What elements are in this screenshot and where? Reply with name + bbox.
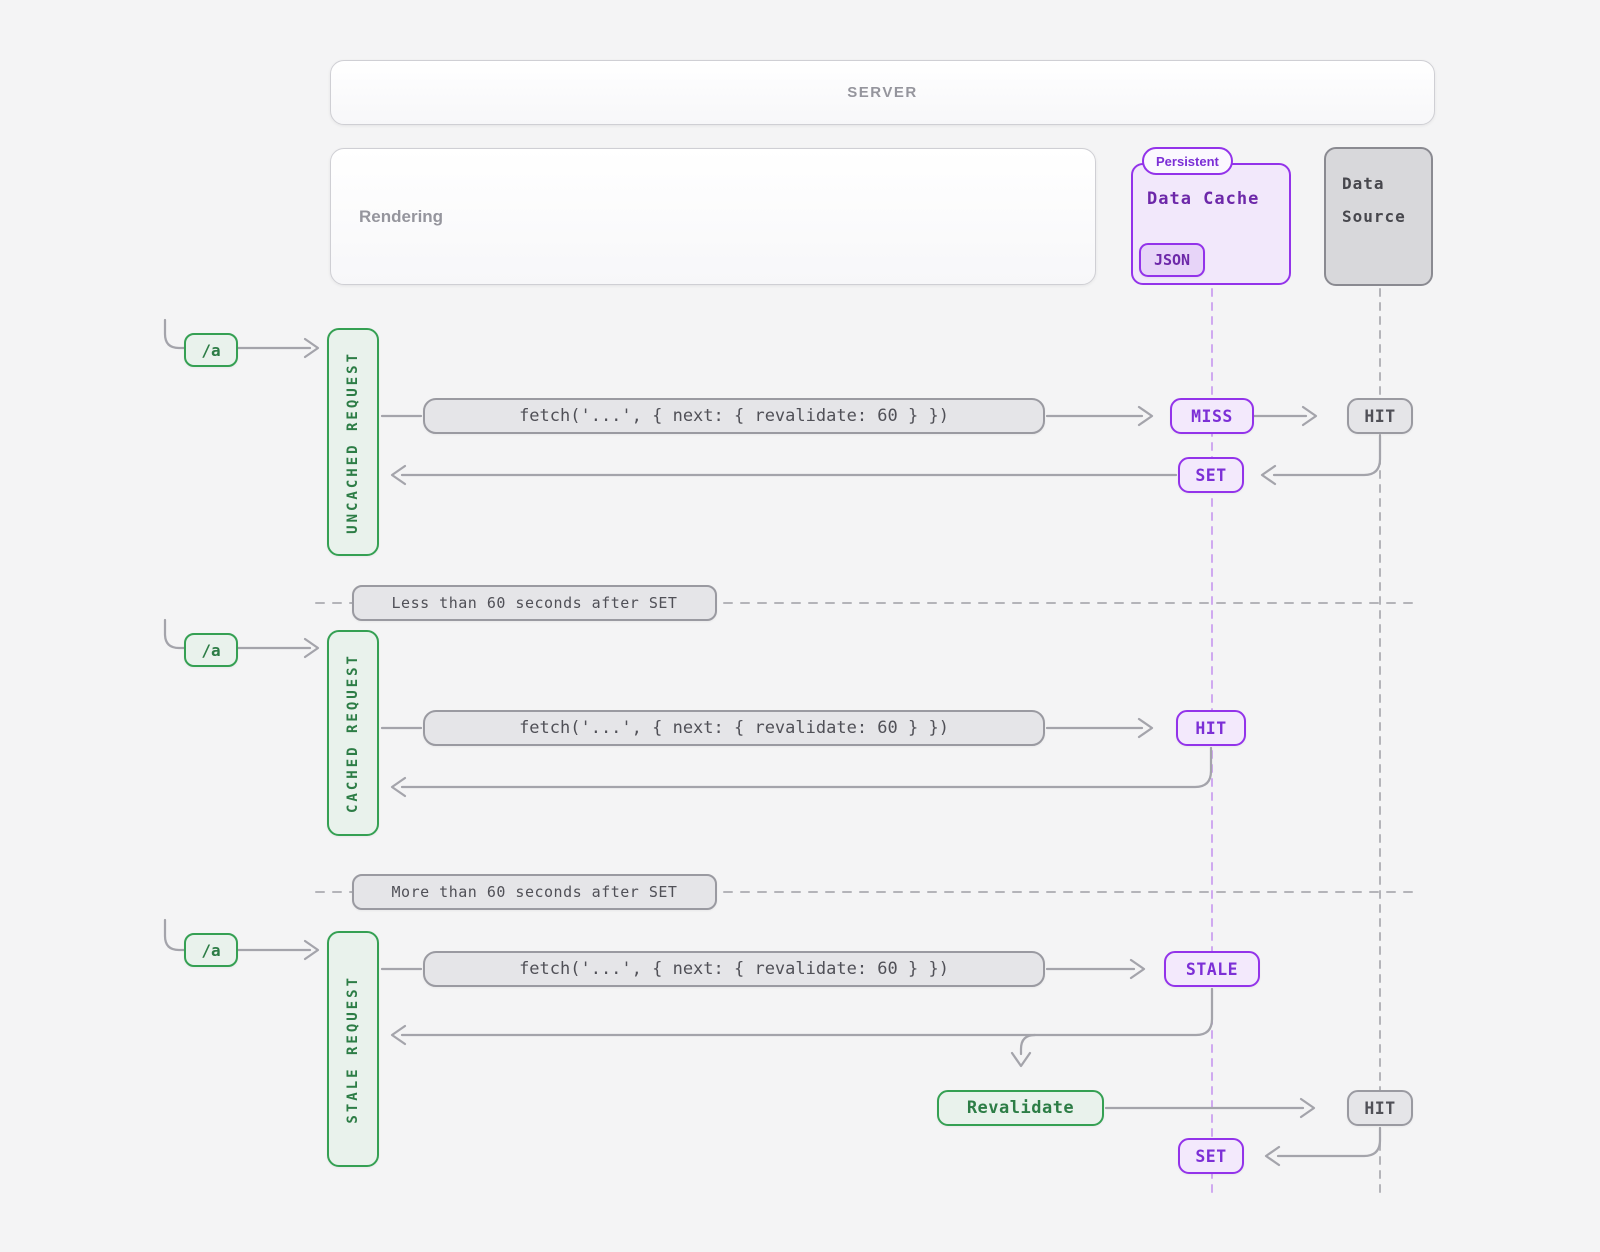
cache-set-pill: SET <box>1178 457 1244 493</box>
source-hit-pill: HIT <box>1347 398 1413 434</box>
revalidate-pill: Revalidate <box>937 1090 1104 1126</box>
stale-request-label: STALE REQUEST <box>345 974 361 1124</box>
route-badge: /a <box>184 933 238 967</box>
cache-hit-pill: HIT <box>1176 710 1246 746</box>
fetch-call-pill: fetch('...', { next: { revalidate: 60 } … <box>423 951 1045 987</box>
data-source-panel: Data Source <box>1324 147 1433 286</box>
cached-request-label: CACHED REQUEST <box>345 652 361 813</box>
route-badge: /a <box>184 333 238 367</box>
cache-stale-pill: STALE <box>1164 951 1260 987</box>
row3-return <box>400 987 1214 1037</box>
data-cache-title: Data Cache <box>1147 189 1260 209</box>
row2-route-elbow <box>163 618 312 650</box>
server-panel: SERVER <box>330 60 1435 125</box>
fetch-call-pill: fetch('...', { next: { revalidate: 60 } … <box>423 710 1045 746</box>
divider-less-than-60s: Less than 60 seconds after SET <box>352 585 717 621</box>
cached-request-bar: CACHED REQUEST <box>327 630 379 836</box>
row1-route-elbow <box>163 318 312 350</box>
divider-more-than-60s: More than 60 seconds after SET <box>352 874 717 910</box>
uncached-request-label: UNCACHED REQUEST <box>345 350 361 534</box>
source-hit-pill: HIT <box>1347 1090 1413 1126</box>
cache-miss-pill: MISS <box>1170 398 1254 434</box>
uncached-request-bar: UNCACHED REQUEST <box>327 328 379 556</box>
stale-request-bar: STALE REQUEST <box>327 931 379 1167</box>
rendering-panel: Rendering <box>330 148 1096 285</box>
row1-hit-to-set <box>1272 434 1382 477</box>
cache-set-pill: SET <box>1178 1138 1244 1174</box>
json-badge: JSON <box>1139 243 1205 277</box>
server-title: SERVER <box>847 84 918 101</box>
row2-return <box>400 746 1213 789</box>
persistent-badge: Persistent <box>1142 147 1233 175</box>
row3-route-elbow <box>163 918 312 952</box>
route-badge: /a <box>184 633 238 667</box>
row3-revalidate-branch <box>1019 1033 1037 1056</box>
fetch-call-pill: fetch('...', { next: { revalidate: 60 } … <box>423 398 1045 434</box>
rendering-label: Rendering <box>359 206 444 226</box>
row3-hit-to-set <box>1276 1126 1382 1158</box>
